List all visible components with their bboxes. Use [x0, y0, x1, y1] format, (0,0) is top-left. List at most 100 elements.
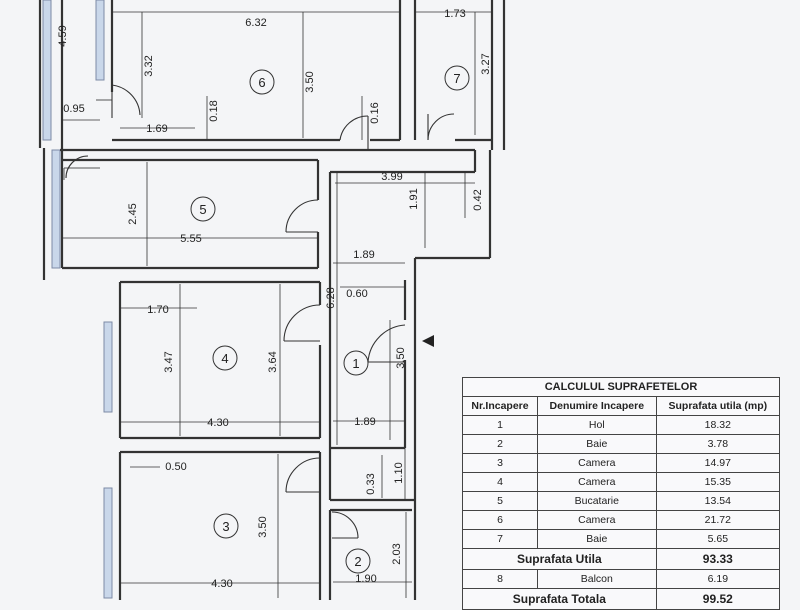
room-marker-7: 7 [444, 65, 470, 91]
dim-label: 3.50 [395, 347, 407, 368]
cell-name: Camera [537, 510, 657, 530]
dim-label: 3.50 [257, 516, 269, 537]
doors [65, 84, 455, 539]
dim-label: 0.95 [63, 103, 84, 115]
cell-area: 14.97 [655, 453, 781, 473]
dim-label: 0.42 [472, 189, 484, 210]
door-room6 [339, 115, 369, 141]
dim-label: 6.28 [325, 287, 337, 308]
window-room6 [95, 0, 105, 81]
dim-label: 1.89 [353, 249, 374, 261]
dim-label: 0.60 [346, 288, 367, 300]
cell-area: 3.78 [655, 434, 781, 454]
window-strips [42, 0, 113, 599]
table-row: 3 Camera 14.97 [462, 453, 781, 473]
table-row: 1 Hol 18.32 [462, 415, 781, 435]
room-number: 6 [258, 75, 265, 90]
dim-label: 2.03 [391, 543, 403, 564]
cell-nr: 3 [462, 453, 538, 473]
totala-value: 99.52 [655, 588, 781, 610]
room-number: 3 [222, 519, 229, 534]
dim-label: 3.50 [304, 71, 316, 92]
door-room5 [285, 199, 319, 233]
cell-area: 5.65 [655, 529, 781, 549]
cell-name: Balcon [537, 569, 657, 589]
cell-name: Bucatarie [537, 491, 657, 511]
cell-name: Hol [537, 415, 657, 435]
dim-label: 1.90 [355, 573, 376, 585]
table-title: CALCULUL SUPRAFETELOR [462, 377, 780, 397]
door-room3 [285, 457, 321, 493]
utila-label: Suprafata Utila [462, 548, 657, 570]
cell-name: Camera [537, 453, 657, 473]
door-balcony [65, 155, 89, 179]
dim-label: 3.47 [163, 351, 175, 372]
dim-label: 3.27 [480, 53, 492, 74]
dim-label: 6.32 [245, 17, 266, 29]
totala-total-row: Suprafata Totala 99.52 [462, 588, 781, 610]
walls [38, 0, 506, 600]
table-row: 8 Balcon 6.19 [462, 569, 781, 589]
cell-nr: 1 [462, 415, 538, 435]
utila-total-row: Suprafata Utila 93.33 [462, 548, 781, 570]
dim-label: 3.99 [381, 171, 402, 183]
door-room6-left [111, 84, 141, 116]
table-title-row: CALCULUL SUPRAFETELOR [462, 377, 780, 397]
dim-label: 1.69 [146, 123, 167, 135]
dim-label: 1.73 [444, 8, 465, 20]
cell-nr: 4 [462, 472, 538, 492]
room-number: 5 [199, 202, 206, 217]
table-row: 7 Baie 5.65 [462, 529, 781, 549]
door-room4 [283, 304, 321, 342]
area-calculation-table: CALCULUL SUPRAFETELOR Nr.Incapere Denumi… [462, 377, 781, 610]
dim-label: 0.50 [165, 461, 186, 473]
cell-area: 21.72 [655, 510, 781, 530]
totala-label: Suprafata Totala [462, 588, 657, 610]
room-number: 7 [453, 71, 460, 86]
dim-label: 2.45 [127, 203, 139, 224]
dim-label: 1.70 [147, 304, 168, 316]
dim-label: 4.59 [57, 25, 69, 46]
dim-label: 0.18 [208, 100, 220, 121]
window-left-balcony [51, 149, 61, 269]
cell-name: Camera [537, 472, 657, 492]
dim-label: 0.33 [365, 473, 377, 494]
window-room3 [103, 487, 113, 599]
dim-label: 4.30 [211, 578, 232, 590]
cell-name: Baie [537, 529, 657, 549]
entrance-arrow-icon [422, 335, 434, 347]
cell-area: 13.54 [655, 491, 781, 511]
header-area: Suprafata utila (mp) [655, 396, 781, 416]
door-room7 [427, 113, 455, 141]
cell-nr: 8 [462, 569, 538, 589]
room-marker-4: 4 [212, 345, 238, 371]
dim-label: 5.55 [180, 233, 201, 245]
window-left-upper [42, 0, 52, 141]
table-row: 5 Bucatarie 13.54 [462, 491, 781, 511]
dim-label: 1.91 [408, 188, 420, 209]
cell-nr: 6 [462, 510, 538, 530]
cell-area: 18.32 [655, 415, 781, 435]
header-name: Denumire Incapere [537, 396, 657, 416]
utila-value: 93.33 [655, 548, 781, 570]
room-marker-6: 6 [249, 69, 275, 95]
room-marker-3: 3 [213, 513, 239, 539]
door-entrance [367, 324, 406, 363]
room-marker-1: 1 [343, 350, 369, 376]
room-markers: 6 7 5 4 1 3 2 [190, 65, 470, 574]
header-nr: Nr.Incapere [462, 396, 538, 416]
table-header-row: Nr.Incapere Denumire Incapere Suprafata … [462, 396, 781, 416]
table-row: 6 Camera 21.72 [462, 510, 781, 530]
room-number: 1 [352, 356, 359, 371]
dimension-lines [62, 11, 492, 598]
cell-area: 6.19 [655, 569, 781, 589]
cell-nr: 2 [462, 434, 538, 454]
dim-label: 1.10 [393, 462, 405, 483]
door-room2 [331, 511, 359, 539]
room-number: 4 [221, 351, 228, 366]
dimension-labels: 4.59 6.32 1.73 3.32 3.50 3.27 0.95 0.18 … [57, 8, 492, 590]
dim-label: 3.64 [267, 351, 279, 372]
cell-nr: 7 [462, 529, 538, 549]
cell-nr: 5 [462, 491, 538, 511]
